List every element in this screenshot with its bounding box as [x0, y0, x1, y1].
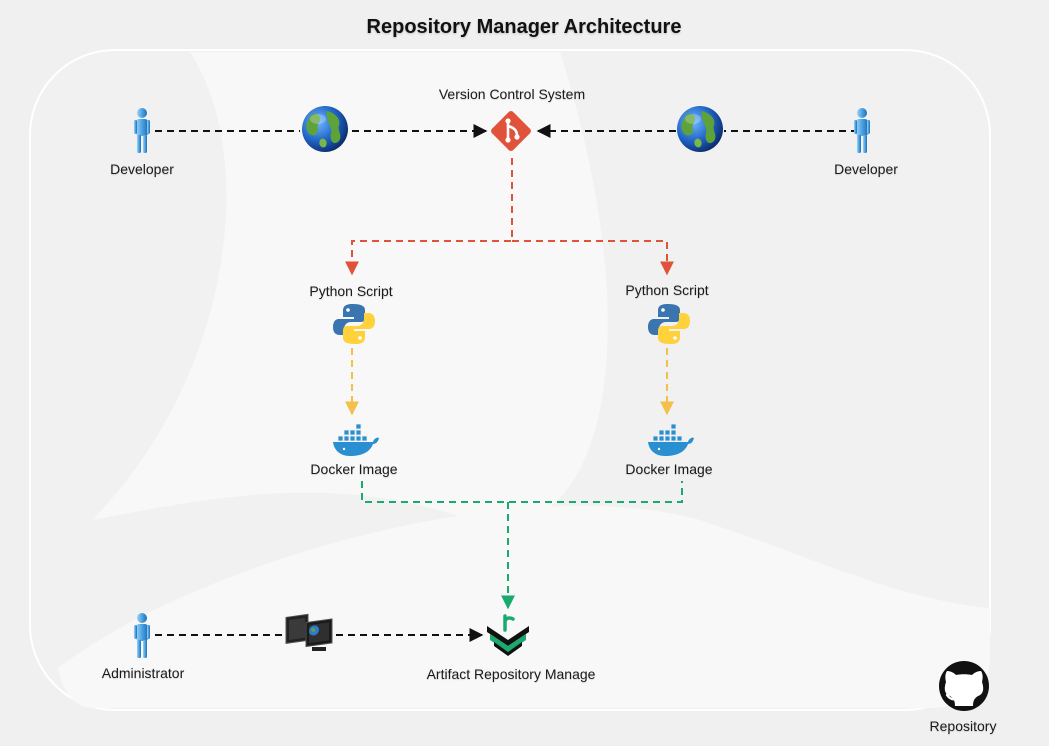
docker-right-label: Docker Image — [625, 461, 713, 477]
python-right-label: Python Script — [625, 282, 709, 298]
edge-vcs-to-python-right — [512, 240, 674, 276]
artifact-repository-icon — [487, 614, 529, 656]
globe-right-icon — [677, 106, 723, 152]
artifact-repo-label: Artifact Repository Manage — [426, 666, 596, 682]
developer-left-label: Developer — [110, 161, 174, 177]
developer-right-label: Developer — [834, 161, 898, 177]
diagram-title: Repository Manager Architecture — [366, 16, 682, 38]
globe-left-icon — [302, 106, 348, 152]
computer-monitors-icon — [285, 613, 333, 651]
github-repository-label: Repository — [929, 718, 997, 734]
vcs-label: Version Control System — [438, 86, 586, 102]
python-left-label: Python Script — [309, 283, 393, 299]
background-swoosh-top — [92, 52, 608, 526]
edge-vcs-to-python-left — [345, 158, 513, 276]
git-icon — [491, 111, 531, 151]
background-swoosh-bottom — [58, 505, 990, 708]
docker-left-label: Docker Image — [310, 461, 398, 477]
edge-docker-merge — [361, 481, 683, 503]
administrator-label: Administrator — [101, 665, 185, 681]
github-icon — [939, 661, 989, 711]
